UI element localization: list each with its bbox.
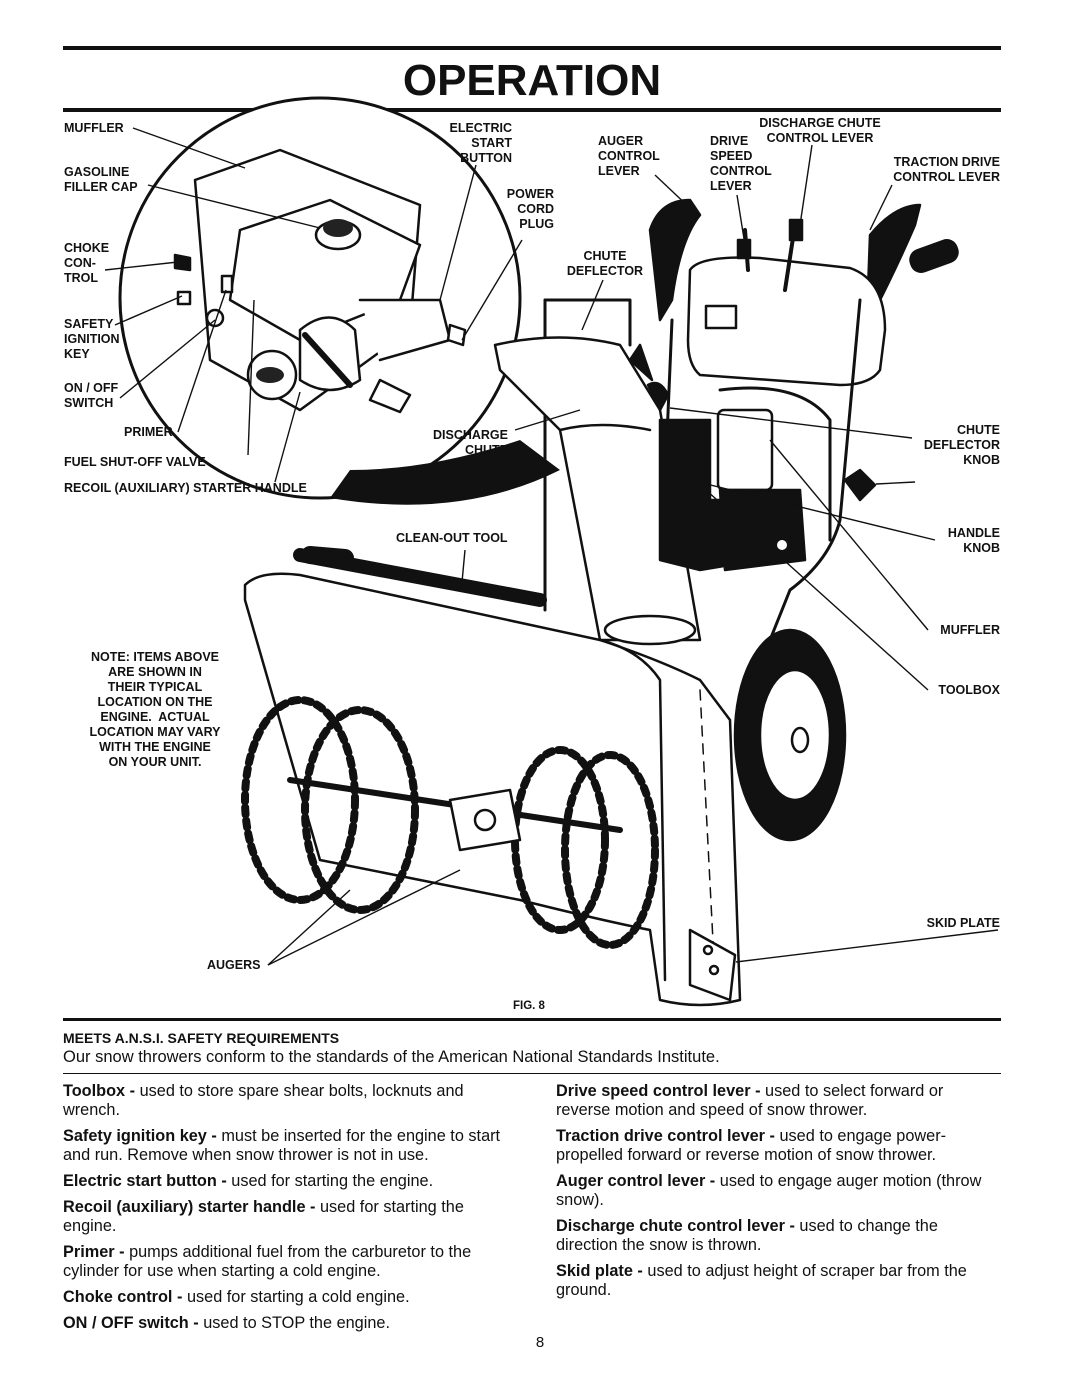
label-chute-deflector-top: CHUTE DEFLECTOR <box>566 249 644 278</box>
label-drive-speed-control-lever: DRIVE SPEED CONTROL LEVER <box>710 134 772 193</box>
description-term: Electric start button - <box>63 1172 232 1190</box>
top-rule <box>63 46 1001 50</box>
description-text: used for starting the engine. <box>63 1198 464 1235</box>
description-text: used to engage auger motion (throw snow)… <box>556 1172 982 1209</box>
label-toolbox: TOOLBOX <box>938 683 1000 697</box>
label-electric-start-button: ELECTRIC START BUTTON <box>449 121 513 165</box>
label-handle-knob: HANDLE KNOB <box>947 526 1000 555</box>
label-clean-out-tool: CLEAN-OUT TOOL <box>396 531 508 545</box>
label-fuel-shutoff-valve: FUEL SHUT-OFF VALVE <box>64 455 206 469</box>
dash-panel <box>686 256 887 387</box>
label-chute-deflector-knob: CHUTE DEFLECTOR KNOB <box>923 423 1000 467</box>
ansi-text: Our snow throwers conform to the standar… <box>63 1048 720 1066</box>
description-text: used to adjust height of scraper bar fro… <box>556 1262 967 1299</box>
descriptions-right-column: Drive speed control lever - used to sele… <box>556 1082 1002 1307</box>
description-term: Primer - <box>63 1243 130 1261</box>
section-rule-bottom <box>63 1073 1001 1074</box>
description-term: Drive speed control lever - <box>556 1082 766 1100</box>
left-handle <box>648 198 702 322</box>
label-choke-control: CHOKE CON- TROL <box>64 241 110 285</box>
description-term: Recoil (auxiliary) starter handle - <box>63 1198 320 1216</box>
label-safety-ignition-key: SAFETY IGNITION KEY <box>64 317 120 361</box>
description-term: Auger control lever - <box>556 1172 720 1190</box>
description-term: Toolbox - <box>63 1082 140 1100</box>
description-item: Toolbox - used to store spare shear bolt… <box>63 1082 509 1120</box>
description-term: Skid plate - <box>556 1262 648 1280</box>
description-text: used to STOP the engine. <box>203 1314 390 1332</box>
description-item: ON / OFF switch - used to STOP the engin… <box>63 1314 509 1333</box>
label-on-off-switch: ON / OFF SWITCH <box>64 381 119 410</box>
engine-drawing <box>173 148 467 414</box>
description-text: must be inserted for the engine to start… <box>63 1127 501 1164</box>
description-text: used to select forward or reverse motion… <box>556 1082 944 1119</box>
chute-deflector-knob <box>843 468 877 502</box>
label-gasoline-filler-cap: GASOLINE FILLER CAP <box>64 165 138 194</box>
description-item: Choke control - used for starting a cold… <box>63 1288 509 1307</box>
label-auger-control-lever: AUGER CONTROL LEVER <box>598 134 660 178</box>
descriptions-left-column: Toolbox - used to store spare shear bolt… <box>63 1082 509 1340</box>
description-item: Drive speed control lever - used to sele… <box>556 1082 1002 1120</box>
label-skid-plate: SKID PLATE <box>926 916 1000 930</box>
description-item: Traction drive control lever - used to e… <box>556 1127 1002 1165</box>
label-traction-drive-control-lever: TRACTION DRIVE CONTROL LEVER <box>893 155 1000 184</box>
description-term: Discharge chute control lever - <box>556 1217 800 1235</box>
description-term: Choke control - <box>63 1288 187 1306</box>
description-item: Primer - pumps additional fuel from the … <box>63 1243 509 1281</box>
figure-note: NOTE: ITEMS ABOVE ARE SHOWN IN THEIR TYP… <box>89 650 221 769</box>
snow-thrower-illustration <box>104 96 999 1007</box>
figure-caption: FIG. 8 <box>513 1000 545 1012</box>
description-text: used to engage power-propelled forward o… <box>556 1127 947 1164</box>
inset-connector <box>330 440 560 505</box>
chute-deflector-frame <box>543 298 632 347</box>
label-augers: AUGERS <box>207 958 261 972</box>
description-item: Discharge chute control lever - used to … <box>556 1217 1002 1255</box>
right-grip <box>909 239 959 273</box>
description-term: Safety ignition key - <box>63 1127 222 1145</box>
augers <box>241 696 659 949</box>
label-recoil-starter-handle: RECOIL (AUXILIARY) STARTER HANDLE <box>64 481 307 495</box>
label-primer: PRIMER <box>124 425 173 439</box>
label-discharge-chute-control-lever: DISCHARGE CHUTE CONTROL LEVER <box>759 116 881 145</box>
description-term: ON / OFF switch - <box>63 1314 204 1332</box>
right-handle <box>866 203 922 302</box>
muffler-box <box>716 408 774 492</box>
description-text: used for starting the engine. <box>231 1172 434 1190</box>
section-rule <box>63 1018 1001 1021</box>
label-muffler-right: MUFFLER <box>940 623 1000 637</box>
label-muffler-top: MUFFLER <box>64 121 124 135</box>
title-underline <box>63 108 1001 112</box>
label-power-cord-plug: POWER CORD PLUG <box>506 187 554 231</box>
description-item: Auger control lever - used to engage aug… <box>556 1172 1002 1210</box>
page-number: 8 <box>535 1334 545 1351</box>
description-item: Safety ignition key - must be inserted f… <box>63 1127 509 1165</box>
description-item: Skid plate - used to adjust height of sc… <box>556 1262 1002 1300</box>
description-text: used to change the direction the snow is… <box>556 1217 938 1254</box>
description-text: pumps additional fuel from the carbureto… <box>63 1243 472 1280</box>
page-title: OPERATION <box>402 56 662 105</box>
label-discharge-chute: DISCHARGE CHUTE <box>432 428 508 457</box>
description-item: Electric start button - used for startin… <box>63 1172 509 1191</box>
description-text: used for starting a cold engine. <box>186 1288 410 1306</box>
description-text: used to store spare shear bolts, locknut… <box>63 1082 464 1119</box>
description-item: Recoil (auxiliary) starter handle - used… <box>63 1198 509 1236</box>
ansi-heading: MEETS A.N.S.I. SAFETY REQUIREMENTS <box>63 1030 340 1046</box>
description-term: Traction drive control lever - <box>556 1127 780 1145</box>
